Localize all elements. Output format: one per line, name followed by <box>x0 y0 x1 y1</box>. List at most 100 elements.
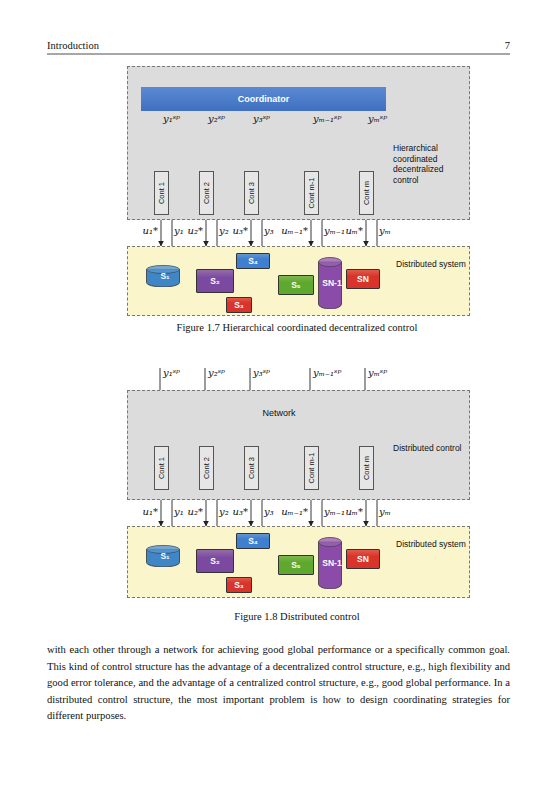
subsystem-label: S₂ <box>197 556 233 566</box>
setpoint-label: y₃ˢᵖ <box>253 112 270 125</box>
subsystem-label: S₃ <box>227 580 251 590</box>
region-box: Distributed systemS₁ S₂ S₃ S₄ S₅ SN-1SN <box>127 526 470 598</box>
controller-label: Cont 2 <box>202 457 211 479</box>
cylinder-top-fill <box>319 538 342 547</box>
subsystem-block: S₃ <box>226 297 252 313</box>
subsystem-block: SN <box>346 549 380 569</box>
output-signal: y₁ <box>174 224 184 237</box>
controller-label: Cont 1 <box>157 182 166 204</box>
subsystem-block: SN <box>346 269 380 289</box>
subsystem-label: S₃ <box>227 300 251 310</box>
controller-box: Cont 2 <box>199 446 214 490</box>
region-box: Distributed systemS₁ S₂ S₃ S₄ S₅ SN-1SN <box>127 246 470 316</box>
controller-box: Cont m <box>359 446 374 490</box>
controller-label: Cont m-1 <box>307 453 316 484</box>
cylinder-top <box>319 258 342 267</box>
input-signal: u₂* <box>188 224 203 237</box>
cylinder-top-fill <box>319 258 342 267</box>
controller-label: Cont 1 <box>157 457 166 479</box>
setpoint-label: y₂ˢᵖ <box>208 112 225 125</box>
controller-box: Cont 3 <box>244 171 259 215</box>
figure-caption: Figure 1.8 Distributed control <box>234 610 359 624</box>
input-signal: uₘ₋₁* <box>281 505 308 518</box>
subsystem-label: S₄ <box>237 536 269 546</box>
output-signal: y₂ <box>219 505 229 518</box>
region-label: Hierarchical coordinated decentralized c… <box>393 143 467 185</box>
running-header: Introduction <box>47 39 99 53</box>
input-signal: uₘ₋₁* <box>281 224 308 237</box>
subsystem-block: S₁ <box>146 545 184 567</box>
subsystem-block: S₄ <box>236 533 270 549</box>
subsystem-block: S₂ <box>196 549 234 573</box>
region-label: Distributed control <box>393 443 467 454</box>
figure-caption: Figure 1.7 Hierarchical coordinated dece… <box>177 321 418 335</box>
input-signal: u₂* <box>188 505 203 518</box>
controller-box: Cont m-1 <box>304 171 319 215</box>
coordinator-label: Coordinator <box>238 94 290 105</box>
setpoint-label: y₂ˢᵖ <box>208 366 225 379</box>
subsystem-block: SN-1 <box>318 537 346 589</box>
subsystem-block: S₄ <box>236 253 270 269</box>
input-signal: u₁* <box>143 224 158 237</box>
subsystem-label: SN-1 <box>318 558 346 568</box>
controller-box: Cont 1 <box>154 171 169 215</box>
body-paragraph: with each other through a network for ac… <box>47 642 510 725</box>
input-signal: u₃* <box>233 505 248 518</box>
setpoint-label: y₃ˢᵖ <box>253 366 270 379</box>
controller-label: Cont 2 <box>202 182 211 204</box>
output-signal: y₃ <box>264 505 274 518</box>
subsystem-label: S₂ <box>197 276 233 286</box>
setpoint-label: y₁ˢᵖ <box>163 366 180 379</box>
input-signal: u₃* <box>233 224 248 237</box>
output-signal: yₘ <box>379 505 391 518</box>
region-box: Hierarchical coordinated decentralized c… <box>127 66 470 220</box>
subsystem-block: S₃ <box>226 577 252 593</box>
controller-box: Cont 2 <box>199 171 214 215</box>
subsystem-label: S₁ <box>146 271 184 281</box>
setpoint-label: yₘˢᵖ <box>368 366 387 379</box>
output-signal: yₘ <box>379 224 391 237</box>
output-signal: y₃ <box>264 224 274 237</box>
input-signal: uₘ* <box>345 505 363 518</box>
output-signal: yₘ₋₁ <box>324 505 345 518</box>
coordinator-bar: Coordinator <box>141 87 386 111</box>
controller-label: Cont m <box>362 456 371 480</box>
subsystem-block: S₁ <box>146 265 184 287</box>
controller-label: Cont m-1 <box>307 178 316 209</box>
output-signal: y₁ <box>174 505 184 518</box>
subsystem-block: S₅ <box>278 555 314 575</box>
subsystem-block: SN-1 <box>318 257 346 309</box>
setpoint-label: yₘ₋₁ˢᵖ <box>313 112 341 125</box>
controller-label: Cont m <box>362 181 371 205</box>
controller-box: Cont m-1 <box>304 446 319 490</box>
controller-box: Cont m <box>359 171 374 215</box>
output-signal: yₘ₋₁ <box>324 224 345 237</box>
region-box: Distributed controlCont 1 Cont 2 Cont 3 Con… <box>127 390 470 500</box>
setpoint-label: y₁ˢᵖ <box>163 112 180 125</box>
input-signal: u₁* <box>143 505 158 518</box>
subsystem-label: S₅ <box>279 280 313 290</box>
subsystem-label: S₅ <box>279 560 313 570</box>
controller-box: Cont 3 <box>244 446 259 490</box>
subsystem-label: SN-1 <box>318 278 346 288</box>
subsystem-label: SN <box>347 554 379 564</box>
region-label: Distributed system <box>396 539 466 550</box>
setpoint-label: yₘ₋₁ˢᵖ <box>313 366 341 379</box>
page-number: 7 <box>505 39 510 53</box>
controller-label: Cont 3 <box>247 182 256 204</box>
region-label: Distributed system <box>396 259 466 270</box>
subsystem-block: S₅ <box>278 275 314 295</box>
controller-label: Cont 3 <box>247 457 256 479</box>
controller-box: Cont 1 <box>154 446 169 490</box>
subsystem-block: S₂ <box>196 269 234 293</box>
subsystem-label: S₄ <box>237 256 269 266</box>
header-rule <box>47 54 510 55</box>
input-signal: uₘ* <box>345 224 363 237</box>
subsystem-label: SN <box>347 274 379 284</box>
subsystem-label: S₁ <box>146 551 184 561</box>
cylinder-top <box>319 538 342 547</box>
setpoint-label: yₘˢᵖ <box>368 112 387 125</box>
network-label: Network <box>262 407 295 419</box>
output-signal: y₂ <box>219 224 229 237</box>
